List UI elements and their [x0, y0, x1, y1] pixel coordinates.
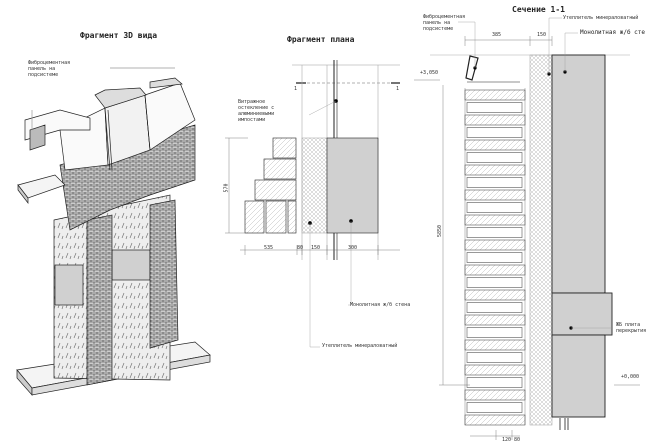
section-wall-label: Монолитная ж/б сте — [580, 29, 646, 36]
section-dim-height: 5850 — [437, 224, 444, 238]
plan-fragment — [225, 60, 400, 348]
3d-view-title: Фрагмент 3D вида — [80, 31, 158, 40]
brick-course — [464, 414, 526, 426]
brick-course — [466, 202, 523, 213]
brick-course — [466, 352, 523, 363]
plan-section-mark-left: 1 — [294, 86, 298, 92]
plan-dim-wall: 300 — [348, 245, 358, 251]
brick-course — [464, 139, 526, 151]
brick-course — [466, 302, 523, 313]
brick-course — [464, 264, 526, 276]
brick-course — [464, 189, 526, 201]
brick-course — [464, 239, 526, 251]
brick-course — [466, 327, 523, 338]
section-dim-bottom-b: 80 — [514, 437, 521, 443]
brick-course — [464, 114, 526, 126]
brick-courses — [464, 89, 526, 426]
plan-dim-height: 570 — [223, 183, 230, 193]
section-dim-top-b: 150 — [537, 32, 547, 38]
brick-course — [466, 227, 523, 238]
plan-glazing-label: Витражное остеклениe с алюминиевыми импо… — [238, 99, 275, 123]
section-1-1 — [414, 17, 640, 440]
plan-wall-label: Монолитная ж/б стена — [350, 302, 411, 308]
brick-course — [464, 389, 526, 401]
section-dim-top-a: 385 — [492, 32, 502, 38]
brick-course — [464, 289, 526, 301]
brick-course — [466, 377, 523, 388]
section-insulation-label: Утеплитель минераловатный — [563, 15, 639, 21]
section-slab-label: ЖБ плита перекрытия — [616, 322, 647, 334]
plan-title: Фрагмент плана — [287, 35, 355, 44]
brick-course — [466, 277, 523, 288]
section-title: Сечение 1-1 — [512, 5, 565, 14]
brick-course — [466, 177, 523, 188]
brick-course — [466, 402, 523, 413]
section-panel-label: Фиброцементная панель на подсистеме — [423, 14, 466, 32]
section-dim-bottom-a: 120 — [502, 437, 512, 443]
plan-section-mark-right: 1 — [396, 86, 400, 92]
plan-dim-brick: 535 — [264, 245, 274, 251]
brick-course — [464, 89, 526, 101]
isometric-3d-view — [16, 67, 211, 396]
level-bottom: +0,000 — [621, 374, 640, 380]
brick-course — [464, 339, 526, 351]
brick-course — [464, 314, 526, 326]
plan-dim-insulation: 150 — [311, 245, 321, 251]
plan-insulation-label: Утеплитель минераловатный — [322, 343, 398, 349]
brick-course — [466, 127, 523, 138]
level-top: +3,050 — [420, 70, 439, 76]
brick-course — [464, 214, 526, 226]
brick-course — [464, 164, 526, 176]
plan-dim-gap: 80 — [297, 245, 304, 251]
brick-course — [464, 364, 526, 376]
brick-course — [466, 152, 523, 163]
brick-course — [466, 102, 523, 113]
3d-panel-label: Фиброцементная панель на подсистеме — [28, 60, 71, 78]
brick-course — [466, 252, 523, 263]
